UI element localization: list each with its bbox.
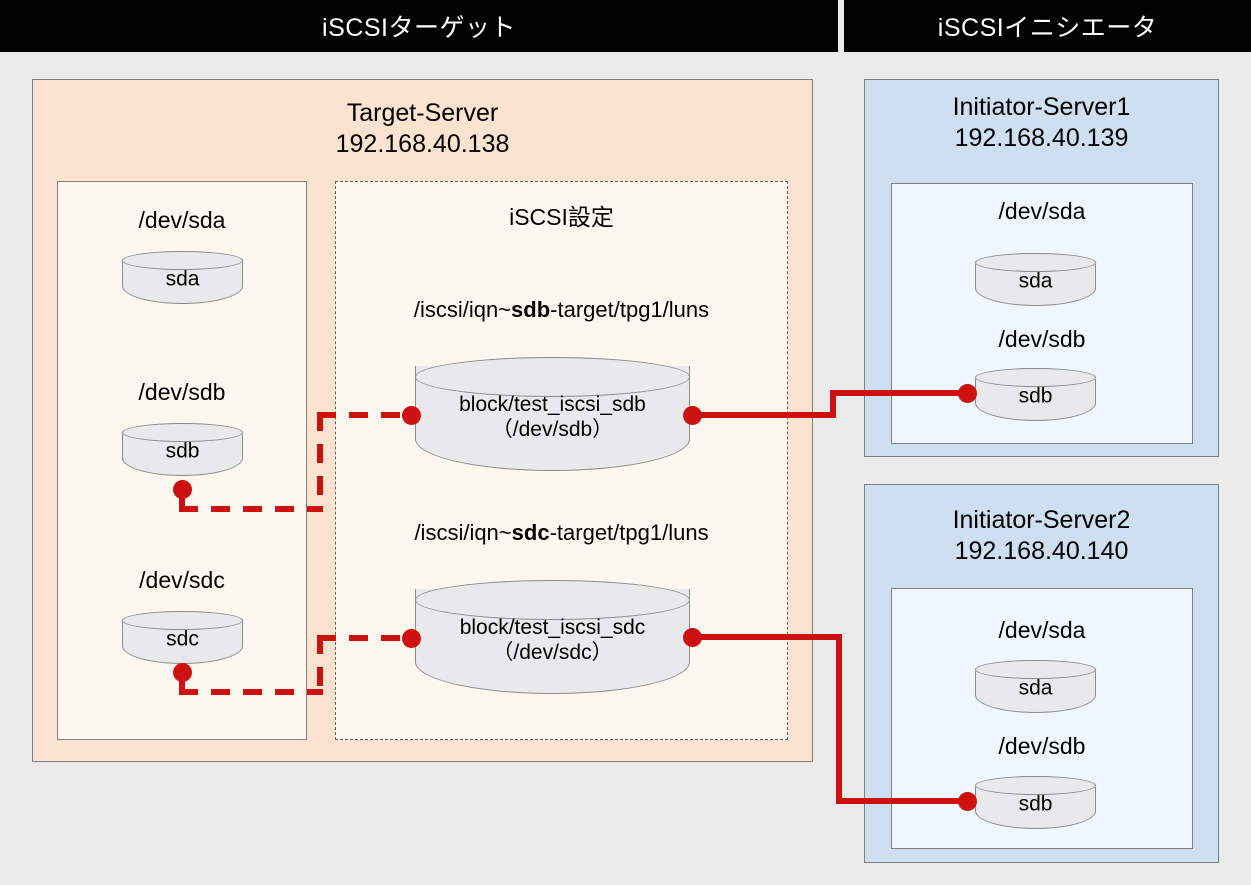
- initiator2-cylinder-sdb-label: sdb: [1018, 792, 1053, 816]
- iscsi-config-title: iSCSI設定: [509, 204, 614, 230]
- initiator1-device-label-sda: /dev/sda: [998, 198, 1086, 224]
- initiator1-cylinder-sda: sda: [974, 253, 1097, 306]
- initiator1-cylinder-sdb-label: sdb: [1018, 384, 1053, 408]
- initiator1-cylinder-sda-label: sda: [1018, 269, 1053, 293]
- target-server-title: Target-Server 192.168.40.138: [335, 99, 510, 158]
- initiator2-cylinder-sda-label: sda: [1018, 676, 1053, 700]
- connector-sdb-local-horizontal: [179, 506, 323, 512]
- connector-lun-sdc-out-horizontal: [690, 634, 842, 640]
- header-initiator: iSCSIイニシエータ: [844, 0, 1251, 52]
- target-device-label-sdb: /dev/sdb: [138, 379, 226, 405]
- connector-lun-sdc-dropper: [836, 634, 842, 804]
- iscsi-lun-cylinder-sdc: block/test_iscsi_sdc （/dev/sdc）: [414, 580, 691, 694]
- header-target: iSCSIターゲット: [0, 0, 838, 52]
- target-cylinder-sdb-label: sdb: [165, 439, 200, 463]
- connector-sdb-local-to-lun: [317, 412, 417, 418]
- initiator2-device-label-sda: /dev/sda: [998, 617, 1086, 643]
- iscsi-lun-path-sdb: /iscsi/iqn~sdb-target/tpg1/luns: [335, 297, 788, 324]
- connector-sdc-local-horizontal: [179, 689, 323, 695]
- target-device-label-sda: /dev/sda: [138, 207, 226, 233]
- connector-lun-sdb-to-initiator1: [830, 390, 975, 396]
- target-cylinder-sdc-label: sdc: [166, 627, 199, 651]
- iscsi-lun-cylinder-sdb: block/test_iscsi_sdb （/dev/sdb）: [414, 357, 691, 471]
- lun-path-sdb-bold: sdb: [511, 297, 551, 322]
- target-device-label-sdc: /dev/sdc: [139, 567, 225, 593]
- connector-dot-lun-sdb-out: [683, 406, 702, 425]
- connector-sdb-local-vertical: [317, 412, 323, 510]
- connector-lun-sdb-out-horizontal: [690, 412, 836, 418]
- connector-lun-sdc-to-initiator2: [836, 798, 975, 804]
- connector-sdc-local-vertical: [317, 635, 323, 693]
- lun-path-sdc-prefix: /iscsi/iqn~: [414, 520, 512, 545]
- lun-path-sdb-prefix: /iscsi/iqn~: [413, 297, 512, 322]
- initiator2-device-label-sdb: /dev/sdb: [998, 733, 1086, 759]
- iscsi-lun-cylinder-sdb-label: block/test_iscsi_sdb （/dev/sdb）: [459, 393, 646, 441]
- connector-dot-initiator1-sdb-in: [958, 384, 977, 403]
- initiator1-cylinder-sdb: sdb: [974, 368, 1097, 421]
- iscsi-lun-cylinder-sdc-label: block/test_iscsi_sdc （/dev/sdc）: [459, 616, 646, 664]
- connector-dot-initiator2-sdb-in: [958, 792, 977, 811]
- initiator2-cylinder-sda: sda: [974, 660, 1097, 713]
- target-cylinder-sda-label: sda: [165, 267, 200, 291]
- target-cylinder-sda: sda: [121, 251, 244, 304]
- target-cylinder-sdc: sdc: [121, 611, 244, 664]
- connector-dot-sdb-lun-in: [402, 406, 421, 425]
- connector-lun-sdb-riser: [830, 390, 836, 418]
- lun-path-sdb-suffix: -target/tpg1/luns: [550, 297, 710, 322]
- connector-dot-sdc-lun-in: [402, 629, 421, 648]
- connector-dot-sdb-source: [173, 480, 192, 499]
- lun-path-sdc-bold: sdc: [511, 520, 550, 545]
- iscsi-lun-path-sdc: /iscsi/iqn~sdc-target/tpg1/luns: [335, 520, 788, 547]
- initiator-server2-title: Initiator-Server2 192.168.40.140: [952, 506, 1131, 565]
- initiator1-device-label-sdb: /dev/sdb: [998, 326, 1086, 352]
- target-cylinder-sdb: sdb: [121, 423, 244, 476]
- connector-dot-sdc-source: [173, 663, 192, 682]
- connector-dot-lun-sdc-out: [683, 628, 702, 647]
- lun-path-sdc-suffix: -target/tpg1/luns: [549, 520, 709, 545]
- initiator-server1-title: Initiator-Server1 192.168.40.139: [952, 93, 1131, 152]
- initiator2-cylinder-sdb: sdb: [974, 776, 1097, 829]
- connector-sdc-local-to-lun: [317, 635, 417, 641]
